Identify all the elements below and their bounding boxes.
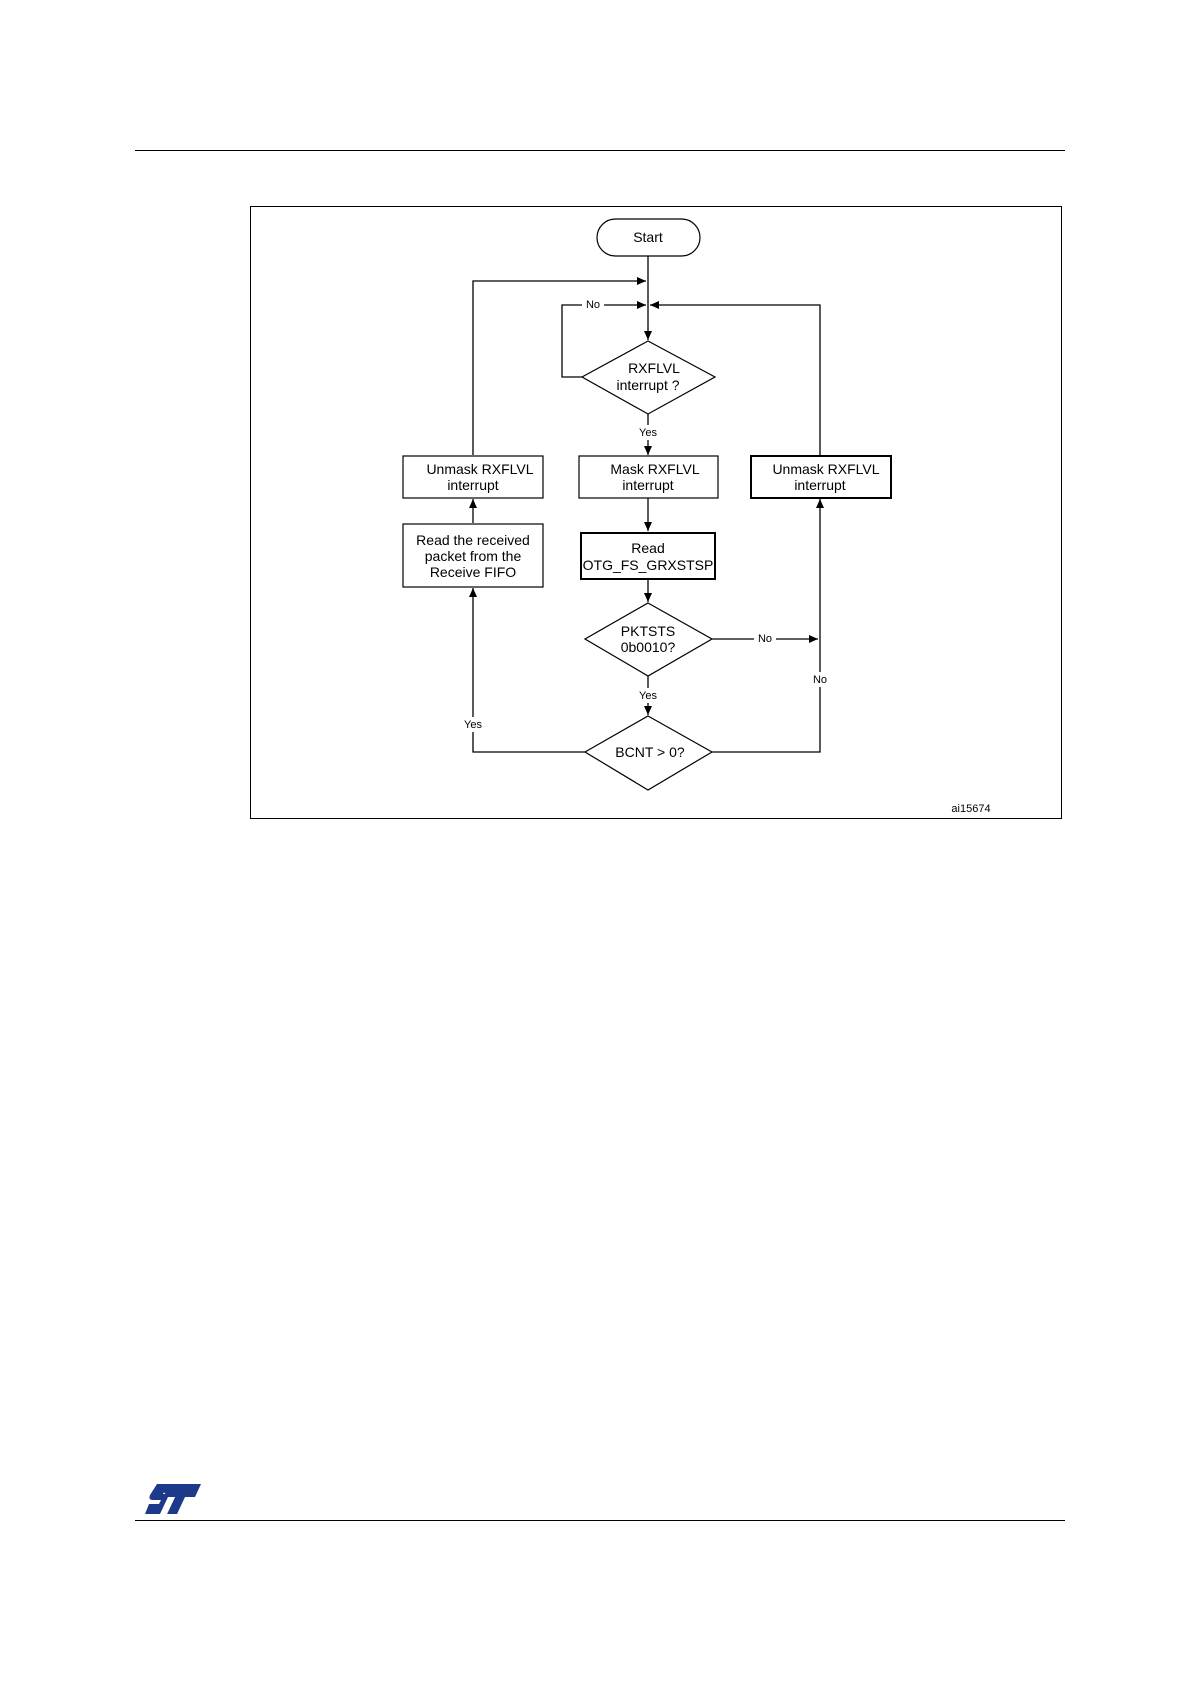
node-bcnt-decision: BCNT > 0?: [585, 716, 712, 790]
svg-text:interrupt: interrupt: [622, 477, 673, 493]
svg-text:Mask RXFLVL: Mask RXFLVL: [610, 461, 699, 477]
svg-text:Read the received: Read the received: [416, 532, 530, 548]
label-bcnt-no: No: [813, 674, 827, 686]
node-read-fifo: Read the received packet from the Receiv…: [403, 524, 543, 587]
svg-text:OTG_FS_GRXSTSP: OTG_FS_GRXSTSP: [583, 557, 714, 573]
svg-text:PKTSTS: PKTSTS: [621, 623, 675, 639]
svg-text:RXFLVL: RXFLVL: [628, 360, 680, 376]
node-unmask-left: Unmask RXFLVL interrupt: [403, 456, 543, 498]
node-read-status: Read OTG_FS_GRXSTSP: [581, 533, 715, 579]
label-rxflvl-no: No: [586, 299, 600, 311]
svg-text:Unmask RXFLVL: Unmask RXFLVL: [772, 461, 879, 477]
label-pktsts-yes: Yes: [639, 690, 657, 702]
node-start-label: Start: [633, 229, 663, 245]
figure-id: ai15674: [951, 803, 990, 815]
footer-rule: [135, 1520, 1065, 1521]
svg-text:Receive FIFO: Receive FIFO: [430, 564, 516, 580]
node-unmask-right: Unmask RXFLVL interrupt: [751, 456, 891, 498]
edge-bcnt-no: [712, 499, 820, 752]
svg-text:interrupt ?: interrupt ?: [616, 377, 679, 393]
svg-text:interrupt: interrupt: [447, 477, 498, 493]
st-logo-icon: [143, 1482, 203, 1516]
connectors: [473, 256, 820, 752]
edge-bcnt-yes: [473, 588, 585, 752]
node-mask-interrupt: Mask RXFLVL interrupt: [579, 456, 718, 498]
label-pktsts-no: No: [758, 633, 772, 645]
svg-text:0b0010?: 0b0010?: [621, 639, 676, 655]
svg-text:Read: Read: [631, 540, 664, 556]
svg-text:Unmask RXFLVL: Unmask RXFLVL: [426, 461, 533, 477]
svg-text:packet from the: packet from the: [425, 548, 522, 564]
label-bcnt-yes: Yes: [464, 719, 482, 731]
node-bcnt-label: BCNT > 0?: [615, 744, 685, 760]
node-pktsts-decision: PKTSTS 0b0010?: [585, 603, 712, 676]
svg-text:interrupt: interrupt: [794, 477, 845, 493]
label-rxflvl-yes: Yes: [639, 427, 657, 439]
node-start: Start: [597, 219, 700, 256]
node-rxflvl-decision: RXFLVL interrupt ?: [582, 341, 715, 414]
